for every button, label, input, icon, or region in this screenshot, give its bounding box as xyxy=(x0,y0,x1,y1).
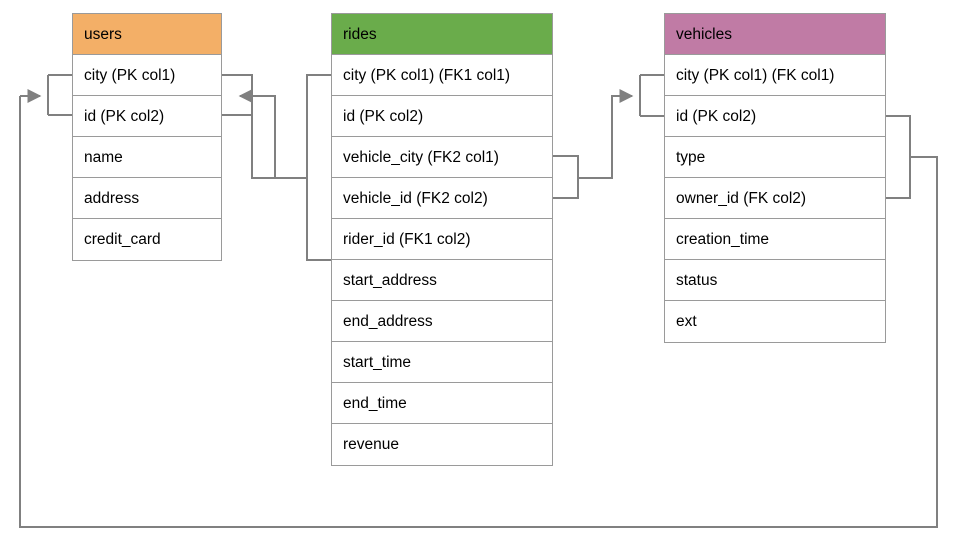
entity-vehicles-field-status[interactable]: status xyxy=(665,260,885,301)
connector-fk2-rides-to-vehicles xyxy=(553,74,664,199)
entity-vehicles-field-city[interactable]: city (PK col1) (FK col1) xyxy=(665,55,885,96)
entity-rides-field-rider-id[interactable]: rider_id (FK1 col2) xyxy=(332,219,552,260)
entity-rides-field-start-address[interactable]: start_address xyxy=(332,260,552,301)
entity-users-field-city[interactable]: city (PK col1) xyxy=(73,55,221,96)
connector-fk3-vehicles-to-users xyxy=(19,74,938,528)
entity-rides-title: rides xyxy=(332,14,552,55)
entity-rides-field-vehicle-city[interactable]: vehicle_city (FK2 col1) xyxy=(332,137,552,178)
entity-rides-field-end-address[interactable]: end_address xyxy=(332,301,552,342)
entity-users-field-name[interactable]: name xyxy=(73,137,221,178)
entity-users-title: users xyxy=(73,14,221,55)
connector-fk1-arrow xyxy=(238,89,307,179)
entity-rides-field-start-time[interactable]: start_time xyxy=(332,342,552,383)
entity-vehicles-field-id[interactable]: id (PK col2) xyxy=(665,96,885,137)
entity-vehicles-field-creation-time[interactable]: creation_time xyxy=(665,219,885,260)
entity-vehicles-field-owner-id[interactable]: owner_id (FK col2) xyxy=(665,178,885,219)
connector-fk1-rides-to-users xyxy=(222,74,331,261)
entity-vehicles-title: vehicles xyxy=(665,14,885,55)
entity-users[interactable]: users city (PK col1) id (PK col2) name a… xyxy=(72,13,222,261)
entity-rides[interactable]: rides city (PK col1) (FK1 col1) id (PK c… xyxy=(331,13,553,466)
entity-rides-field-vehicle-id[interactable]: vehicle_id (FK2 col2) xyxy=(332,178,552,219)
entity-rides-field-end-time[interactable]: end_time xyxy=(332,383,552,424)
entity-vehicles[interactable]: vehicles city (PK col1) (FK col1) id (PK… xyxy=(664,13,886,343)
entity-users-field-id[interactable]: id (PK col2) xyxy=(73,96,221,137)
entity-users-field-credit-card[interactable]: credit_card xyxy=(73,219,221,260)
entity-rides-field-city[interactable]: city (PK col1) (FK1 col1) xyxy=(332,55,552,96)
entity-rides-field-revenue[interactable]: revenue xyxy=(332,424,552,465)
entity-users-field-address[interactable]: address xyxy=(73,178,221,219)
entity-vehicles-field-ext[interactable]: ext xyxy=(665,301,885,342)
entity-rides-field-id[interactable]: id (PK col2) xyxy=(332,96,552,137)
entity-vehicles-field-type[interactable]: type xyxy=(665,137,885,178)
